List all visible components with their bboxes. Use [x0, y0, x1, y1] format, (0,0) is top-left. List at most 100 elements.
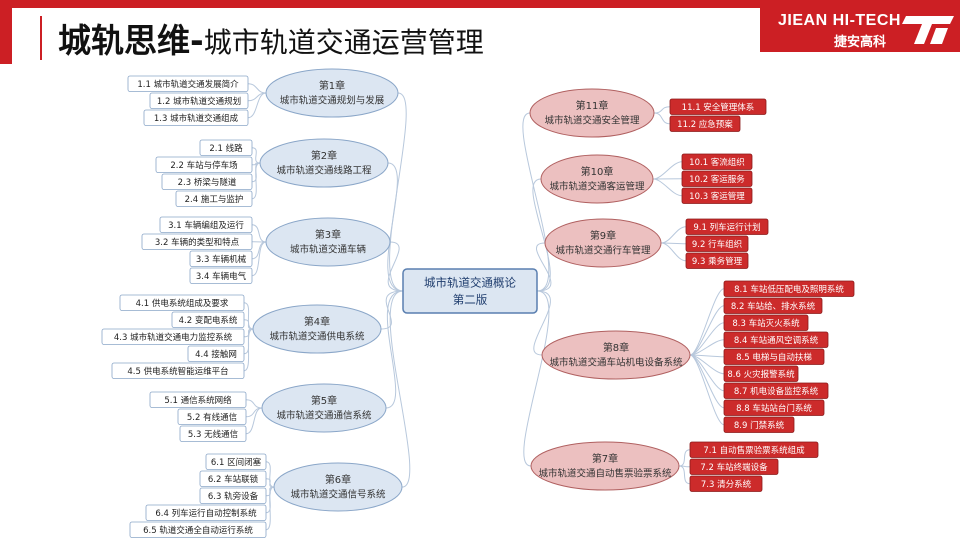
topic-box — [669, 115, 741, 132]
connector-leaf — [245, 399, 263, 409]
topic-box — [723, 297, 823, 314]
topic-label: 4.2 变配电系统 — [179, 315, 238, 326]
chapter-title: 城市轨道交通车辆 — [290, 244, 367, 256]
topic-box — [685, 235, 749, 252]
connector-center-left-5 — [385, 290, 404, 409]
chapter-bubble — [530, 441, 680, 491]
topic-label: 7.2 车站终端设备 — [700, 462, 768, 473]
topic-box — [179, 425, 247, 442]
topic-label: 11.2 应急预案 — [677, 119, 733, 130]
connector-center-right-1 — [522, 112, 550, 292]
chapter-number: 第11章 — [576, 99, 609, 112]
topic-label: 4.4 接触网 — [195, 349, 237, 360]
topic-box — [681, 187, 753, 204]
topic-label: 2.1 线路 — [209, 143, 243, 154]
chapter-bubble — [261, 383, 387, 433]
chapter-number: 第9章 — [590, 229, 616, 242]
connector-leaf — [678, 449, 691, 467]
topic-label: 3.1 车辆编组及运行 — [168, 220, 244, 231]
central-topic — [402, 268, 538, 314]
topic-label: 4.1 供电系统组成及要求 — [136, 298, 229, 309]
chapter-title: 城市轨道交通客运管理 — [549, 181, 645, 193]
topic-box — [129, 521, 267, 538]
topic-box — [723, 365, 799, 382]
central-topic-edition: 第二版 — [453, 293, 488, 307]
topic-box — [161, 173, 253, 190]
topic-label: 11.1 安全管理体系 — [682, 102, 755, 113]
topic-label: 5.1 通信系统网络 — [164, 395, 232, 406]
connector-leaf — [243, 319, 254, 330]
connector-leaf — [652, 161, 683, 180]
page-title: 城轨思维-城市轨道交通运营管理 — [58, 14, 484, 60]
topic-box — [171, 311, 245, 328]
chapter-bubble — [544, 218, 662, 268]
connector-leaf — [243, 328, 254, 372]
topic-box — [723, 382, 829, 399]
topic-label: 9.2 行车组织 — [692, 239, 742, 250]
topic-label: 3.3 车辆机械 — [196, 254, 247, 265]
connector-leaf — [251, 147, 261, 164]
chapter-bubble — [540, 154, 654, 204]
connector-leaf — [689, 288, 725, 356]
topic-box — [681, 170, 753, 187]
connector-leaf — [247, 92, 267, 119]
topic-box — [149, 92, 249, 109]
topic-label: 8.8 车站站台门系统 — [736, 403, 812, 414]
topic-box — [199, 470, 267, 487]
chapter-bubble — [252, 304, 382, 354]
topic-label: 7.1 自动售票验票系统组成 — [703, 445, 805, 456]
chapter-title: 城市轨道交通供电系统 — [269, 331, 365, 343]
topic-label: 6.1 区间闭塞 — [211, 457, 262, 468]
connector-leaf — [265, 486, 275, 531]
chapter-number: 第4章 — [304, 315, 330, 328]
topic-box — [723, 314, 809, 331]
topic-label: 8.2 车站给、排水系统 — [731, 301, 816, 312]
connector-leaf — [689, 354, 725, 426]
topic-label: 3.2 车辆的类型和特点 — [155, 237, 240, 248]
topic-box — [189, 267, 253, 284]
connector-leaf — [678, 465, 691, 485]
connector-center-right-2 — [532, 178, 551, 292]
chapter-bubble — [265, 217, 391, 267]
topic-label: 8.6 火灾报警系统 — [727, 369, 795, 380]
topic-box — [111, 362, 245, 379]
topic-box — [177, 408, 247, 425]
topic-box — [723, 280, 855, 297]
connector-center-left-2 — [387, 162, 404, 292]
topic-box — [143, 109, 249, 126]
topic-label: 9.1 列车运行计划 — [693, 222, 760, 233]
topic-label: 8.7 机电设备监控系统 — [734, 386, 819, 397]
topic-box — [141, 233, 253, 250]
brand-name-cn: 捷安高科 — [834, 35, 887, 50]
topic-label: 3.4 车辆电气 — [196, 271, 247, 282]
topic-box — [689, 458, 779, 475]
topic-box — [723, 416, 795, 433]
chapter-bubble — [529, 88, 655, 138]
topic-label: 8.1 车站低压配电及照明系统 — [734, 284, 844, 295]
topic-box — [145, 504, 267, 521]
chapter-title: 城市轨道交通自动售票验票系统 — [538, 468, 672, 480]
chapter-number: 第8章 — [603, 341, 629, 354]
header-accent-block — [0, 8, 12, 64]
chapter-title: 城市轨道交通安全管理 — [544, 115, 640, 127]
topic-label: 5.2 有线通信 — [187, 412, 238, 423]
connector-center-left-6 — [389, 290, 411, 488]
topic-box — [723, 399, 825, 416]
connector-leaf — [243, 302, 254, 330]
chapter-bubble — [541, 330, 691, 380]
topic-box — [669, 98, 767, 115]
topic-label: 6.5 轨道交通全自动运行系统 — [143, 525, 253, 536]
connector-center-left-1 — [389, 92, 407, 292]
topic-label: 7.3 清分系统 — [701, 479, 752, 490]
chapter-bubble — [265, 68, 399, 118]
topic-box — [199, 487, 267, 504]
topic-box — [205, 453, 267, 470]
title-divider — [40, 16, 42, 60]
topic-box — [681, 153, 753, 170]
topic-box — [689, 441, 819, 458]
chapter-bubble — [259, 138, 389, 188]
topic-box — [101, 328, 245, 345]
topic-label: 1.3 城市轨道交通组成 — [154, 113, 239, 124]
connector-leaf — [245, 407, 263, 435]
